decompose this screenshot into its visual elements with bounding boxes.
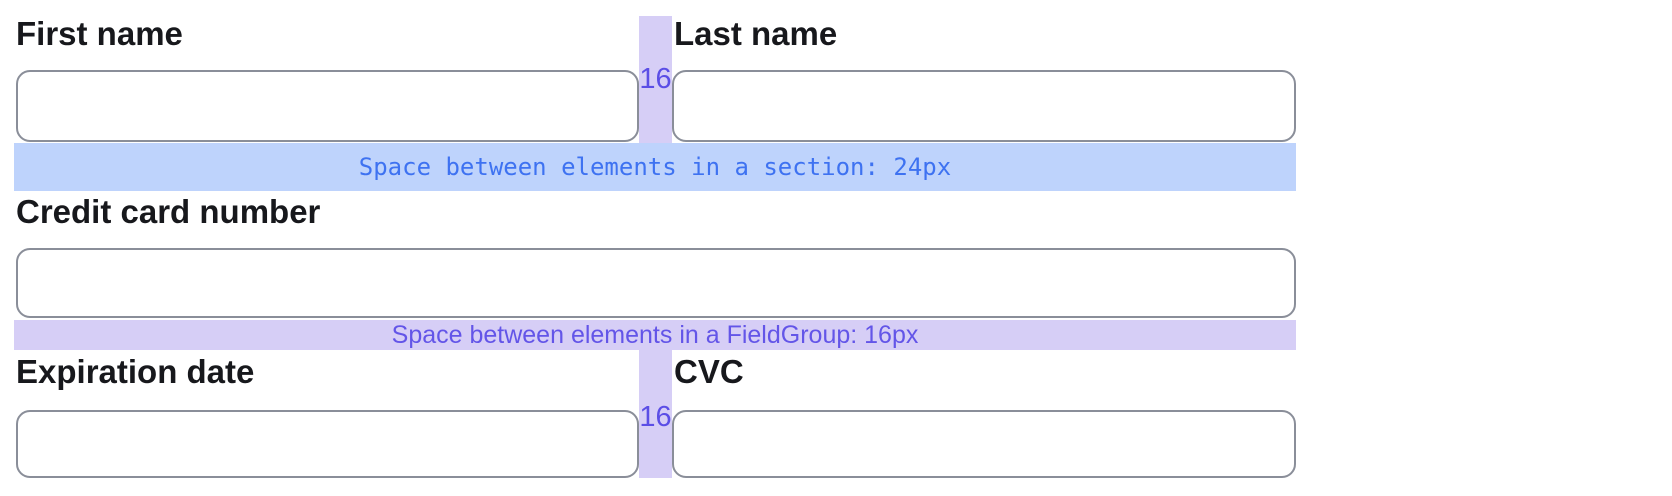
cvc-input[interactable] [672,410,1296,478]
cvc-label: CVC [674,353,744,390]
column-gap-value-top: 16 [639,63,672,95]
credit-card-number-label: Credit card number [16,193,321,230]
column-gap-highlight-top [639,16,672,144]
first-name-input[interactable] [16,70,639,142]
fieldgroup-gap-band-label: Space between elements in a FieldGroup: … [391,321,919,349]
column-gap-highlight-bottom [639,350,672,478]
fieldgroup-gap-band: Space between elements in a FieldGroup: … [14,320,1296,350]
first-name-label: First name [16,15,183,52]
section-gap-band: Space between elements in a section: 24p… [14,143,1296,191]
expiration-date-label: Expiration date [16,353,255,390]
last-name-label: Last name [674,15,838,52]
last-name-input[interactable] [672,70,1296,142]
credit-card-number-input[interactable] [16,248,1296,318]
section-gap-band-label: Space between elements in a section: 24p… [358,153,952,181]
expiration-date-input[interactable] [16,410,639,478]
column-gap-value-bottom: 16 [639,401,672,433]
